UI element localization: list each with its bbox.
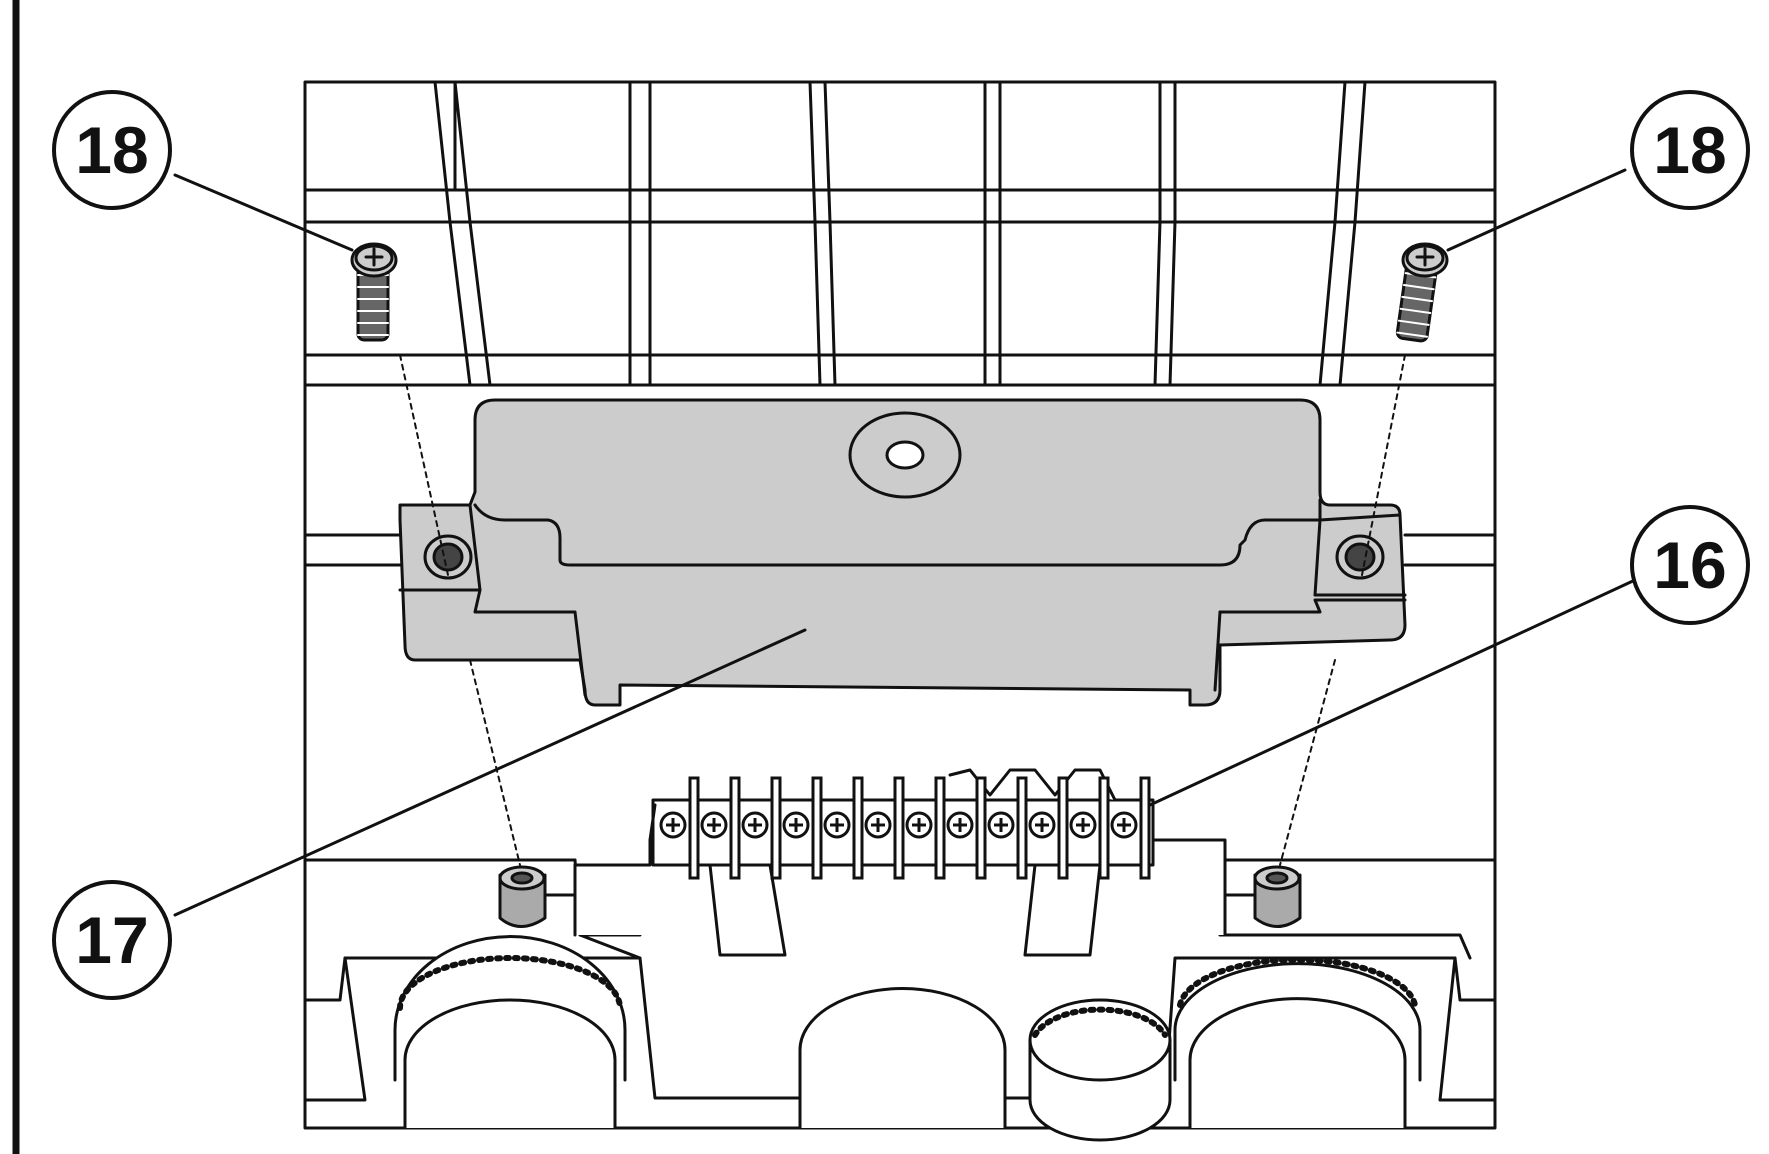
mounting-rail (303, 533, 1497, 862)
terminal-separator (688, 776, 700, 880)
center-knob (1028, 998, 1172, 1142)
terminal-screw-slot (1035, 818, 1049, 832)
terminal-screw-slot (994, 818, 1008, 832)
standoff-right (1223, 865, 1302, 928)
terminal-screw-slot (748, 818, 762, 832)
callout-18-left: 18 (52, 90, 172, 210)
terminal-separator (893, 776, 905, 880)
terminal-screw-slot (871, 818, 885, 832)
callout-17: 17 (52, 880, 172, 1000)
terminal-screw-slot (789, 818, 803, 832)
terminal-separator (1098, 776, 1110, 880)
standoff-left (498, 865, 577, 928)
callout-18-right: 18 (1630, 90, 1750, 210)
terminal-separator (770, 776, 782, 880)
terminal-separator (1139, 776, 1151, 880)
terminal-screw-slot (830, 818, 844, 832)
terminal-separator (934, 776, 946, 880)
terminal-separator (1016, 776, 1028, 880)
right-knob (1173, 956, 1422, 1130)
cover-mount-hole-left (423, 534, 473, 580)
terminal-screws (659, 776, 1151, 880)
terminal-separator (975, 776, 987, 880)
callout-16: 16 (1630, 505, 1750, 625)
cover-mount-hole-right (1335, 534, 1385, 580)
terminal-screw-slot (1117, 818, 1131, 832)
callout-18-right-label: 18 (1653, 113, 1726, 187)
terminal-separator (729, 776, 741, 880)
cover-part (398, 398, 1407, 707)
callout-16-label: 16 (1653, 528, 1726, 602)
terminal-screw-slot (707, 818, 721, 832)
terminal-separator (1057, 776, 1069, 880)
terminal-screw-slot (953, 818, 967, 832)
terminal-separator (852, 776, 864, 880)
terminal-separator (811, 776, 823, 880)
leader-lines (173, 168, 1637, 917)
center-port (798, 987, 1007, 1130)
assembly-guides (399, 354, 1406, 866)
ventilation-grille (303, 80, 1497, 387)
screw-left (350, 242, 398, 342)
terminal-screw-slot (1076, 818, 1090, 832)
callout-18-left-label: 18 (75, 113, 148, 187)
terminal-screw-slot (912, 818, 926, 832)
terminal-screw-slot (666, 818, 680, 832)
left-knob (393, 935, 627, 1130)
callout-17-label: 17 (75, 903, 148, 977)
screw-right (1395, 242, 1449, 343)
